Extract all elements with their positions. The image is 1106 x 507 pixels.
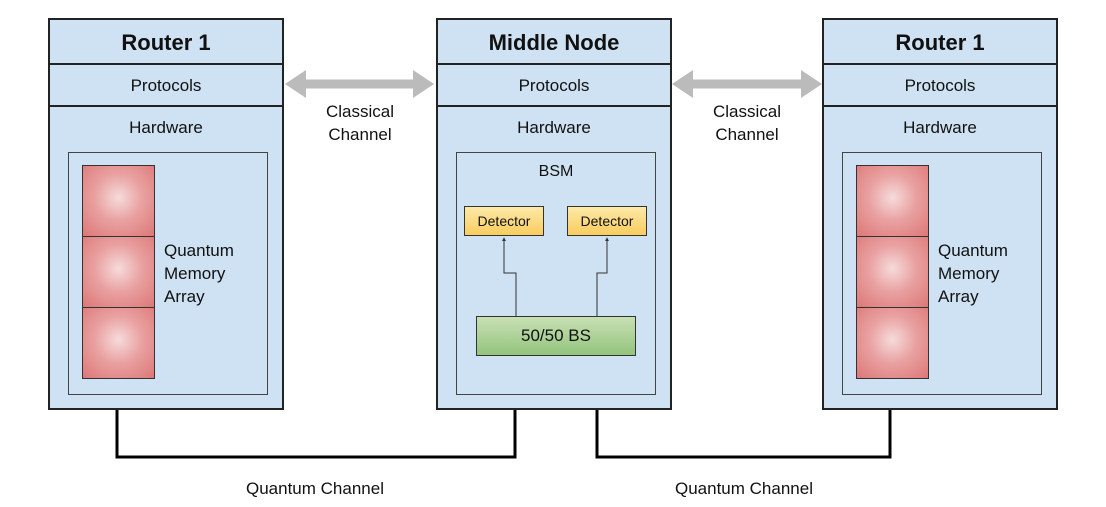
memory-cell bbox=[856, 307, 929, 379]
classical-channel-arrow bbox=[672, 70, 822, 98]
classical-channel-label: Classical Channel bbox=[325, 102, 395, 144]
bsm-box: BSM Detector Detector 50/50 BS bbox=[456, 152, 656, 395]
detector-left: Detector bbox=[464, 206, 544, 236]
node-title: Router 1 bbox=[824, 20, 1056, 65]
quantum-channel-label: Quantum Channel bbox=[246, 479, 384, 498]
node-title: Middle Node bbox=[438, 20, 670, 65]
memory-cell bbox=[82, 165, 155, 237]
router-node-left: Router 1 Protocols Hardware Quantum Memo… bbox=[48, 18, 284, 410]
middle-node: Middle Node Protocols Hardware BSM Detec… bbox=[436, 18, 672, 410]
bsm-label: BSM bbox=[538, 163, 574, 180]
hardware-box: Quantum Memory Array bbox=[68, 152, 268, 395]
hardware-box: Quantum Memory Array bbox=[842, 152, 1042, 395]
bsm-internal-paths bbox=[502, 237, 609, 316]
memory-array-label: Quantum Memory Array bbox=[164, 241, 234, 306]
memory-cell bbox=[82, 236, 155, 308]
beam-splitter: 50/50 BS bbox=[476, 316, 636, 356]
detector-right: Detector bbox=[567, 206, 647, 236]
hardware-label: Hardware bbox=[129, 118, 203, 137]
hardware-label: Hardware bbox=[903, 118, 977, 137]
classical-channel-label: Classical Channel bbox=[712, 102, 782, 144]
router-node-right: Router 1 Protocols Hardware Quantum Memo… bbox=[822, 18, 1058, 410]
classical-channel-arrow bbox=[285, 70, 434, 98]
protocols-layer: Protocols bbox=[438, 65, 670, 107]
node-title: Router 1 bbox=[50, 20, 282, 65]
memory-cell bbox=[856, 236, 929, 308]
quantum-channel-label: Quantum Channel bbox=[675, 479, 813, 498]
protocols-layer: Protocols bbox=[824, 65, 1056, 107]
memory-array-label: Quantum Memory Array bbox=[938, 241, 1008, 306]
protocols-layer: Protocols bbox=[50, 65, 282, 107]
hardware-label: Hardware bbox=[517, 118, 591, 137]
memory-cell bbox=[82, 307, 155, 379]
memory-cell bbox=[856, 165, 929, 237]
